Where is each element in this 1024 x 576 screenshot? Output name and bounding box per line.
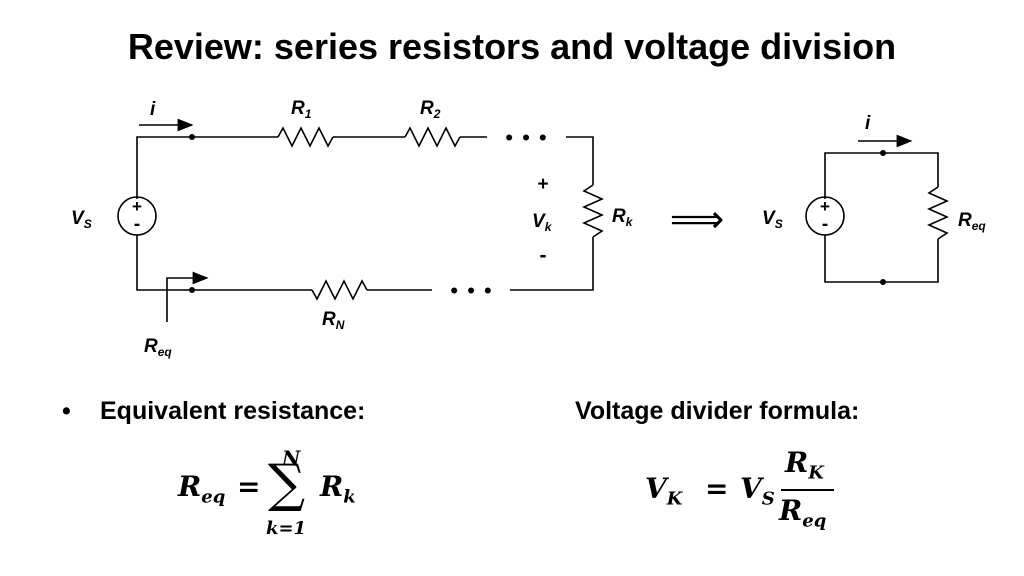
wire-bottom-left <box>136 235 312 291</box>
wire-dots-rk <box>566 136 594 185</box>
vk-coef: VS <box>740 472 775 510</box>
bullet-equivalent-resistance: • Equivalent resistance: <box>0 397 365 426</box>
r1-label: R1 <box>291 98 312 121</box>
req-arrow <box>166 271 209 322</box>
equivalence-arrow: ⟹ <box>670 197 724 241</box>
vs-label-right: VS <box>762 208 783 231</box>
fraction-bar <box>781 489 834 491</box>
req-equals: = <box>237 470 261 503</box>
req-label-right: Req <box>958 210 986 233</box>
node-right-top <box>880 150 886 156</box>
sum-symbol: ∑ <box>268 454 306 514</box>
fraction-denominator: Req <box>779 494 827 532</box>
fraction-numerator: RK <box>785 446 824 484</box>
current-label-left: i <box>150 99 156 120</box>
rn-label: RN <box>322 309 345 332</box>
dots-top: • • • <box>504 129 548 149</box>
vs-label-left: VS <box>71 208 92 231</box>
vk-minus: - <box>540 244 547 267</box>
wire-right-bottom <box>824 235 939 283</box>
current-label-right: i <box>865 113 871 134</box>
sum-upper-limit: N <box>282 446 301 470</box>
node-bottom-left <box>189 287 195 293</box>
r2-label: R2 <box>420 98 441 121</box>
node-right-bottom <box>880 279 886 285</box>
source-minus-left: - <box>134 214 140 235</box>
vk-label: Vk <box>532 211 553 234</box>
resistor-r2 <box>404 126 461 148</box>
node-top-left <box>189 134 195 140</box>
slide-title: Review: series resistors and voltage div… <box>127 26 897 67</box>
wire-rk-bottom <box>510 237 594 291</box>
resistor-rn <box>311 279 368 301</box>
req-term: Rk <box>320 470 356 508</box>
voltage-source-left <box>117 196 157 236</box>
source-minus-right: - <box>822 214 828 235</box>
bullet-dot: • <box>62 397 71 425</box>
vk-equals: = <box>705 472 729 505</box>
wire-right-top <box>824 152 939 199</box>
resistor-r1 <box>277 126 334 148</box>
vk-plus: + <box>537 174 548 195</box>
dots-bottom: • • • <box>449 282 493 302</box>
req-lhs: Req <box>178 470 226 508</box>
voltage-source-right <box>805 196 845 236</box>
req-label-left: Req <box>144 336 172 359</box>
equivalent-resistance-heading: Equivalent resistance: <box>100 397 366 425</box>
rk-label: Rk <box>612 206 634 229</box>
source-plus-right: + <box>820 197 830 216</box>
source-plus-left: + <box>132 197 142 216</box>
resistor-rk <box>582 184 604 238</box>
wire-top-left <box>136 136 278 199</box>
voltage-divider-heading: Voltage divider formula: <box>575 397 860 425</box>
resistor-req <box>927 186 949 240</box>
sum-lower-limit: k=1 <box>266 518 307 539</box>
vk-lhs: VK <box>645 472 683 510</box>
